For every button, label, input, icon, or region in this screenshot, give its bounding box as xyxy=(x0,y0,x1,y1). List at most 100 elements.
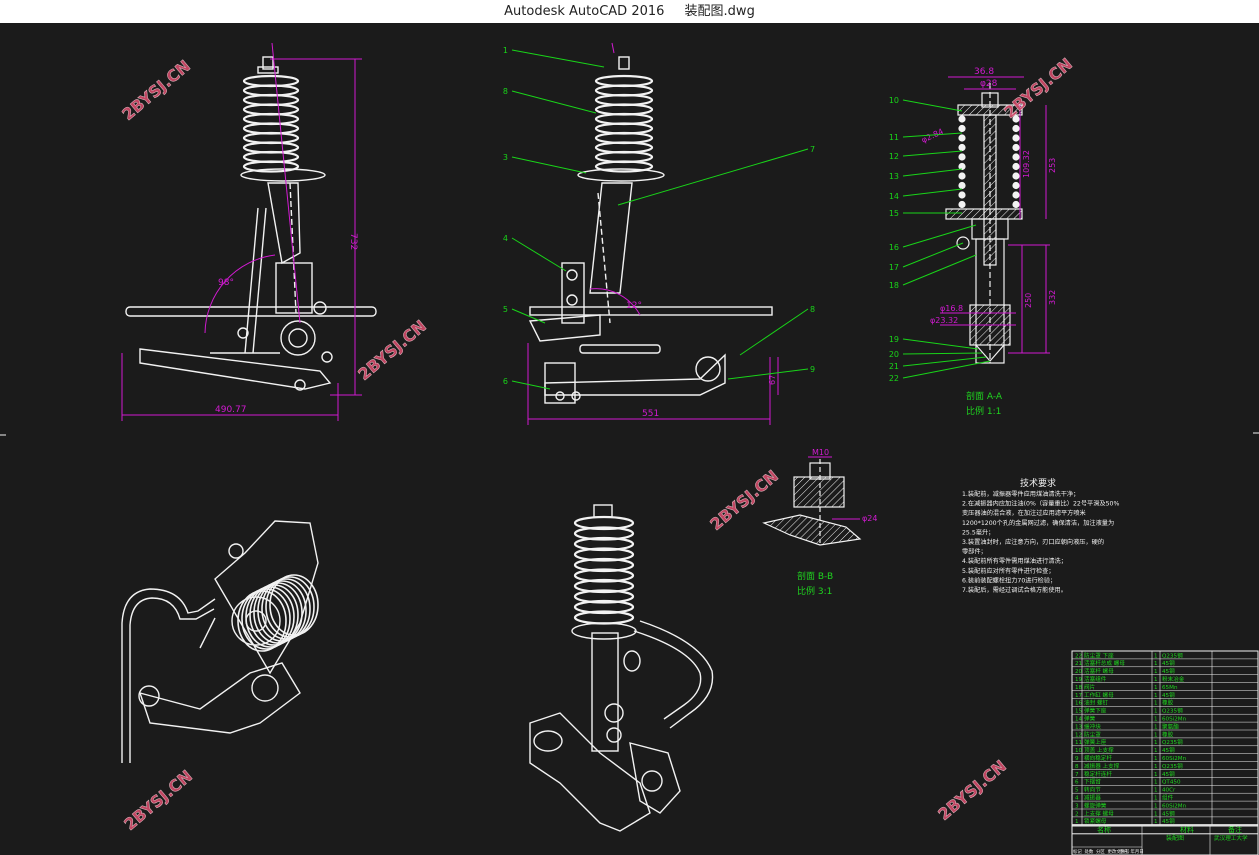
coil-section xyxy=(958,134,966,142)
table-cell: 18 xyxy=(1075,685,1083,691)
hub xyxy=(641,770,663,792)
leader-line xyxy=(739,308,809,356)
callout-number: 22 xyxy=(889,374,899,383)
callout-number: 13 xyxy=(889,172,899,181)
tech-req-line: 4.装配前所有零件需用煤油进行清洗； xyxy=(962,557,1067,565)
leader-line xyxy=(902,132,963,138)
section-aa-dims xyxy=(940,76,1050,354)
coil-spring xyxy=(594,74,654,173)
dim-arc-angle xyxy=(204,254,276,334)
coil-section xyxy=(958,153,966,161)
clamp-section xyxy=(793,476,845,508)
dim-axis xyxy=(611,42,615,54)
spring-coil xyxy=(594,160,654,173)
coil-section xyxy=(958,162,966,171)
callout-number: 9 xyxy=(810,365,815,374)
coil-spring-iso xyxy=(237,574,319,652)
leader-line xyxy=(511,49,605,68)
title-cell: 标记 xyxy=(1073,848,1082,855)
dim-text: 332 xyxy=(1048,290,1057,305)
callout-number: 5 xyxy=(503,305,508,314)
coil-spring xyxy=(573,515,635,625)
callout-number: 8 xyxy=(503,87,508,96)
table-cell: 转向节 xyxy=(1084,786,1101,794)
strut-body xyxy=(591,632,619,752)
table-cell: 弹簧下座 xyxy=(1084,707,1107,715)
section-aa-scale: 比例 1:1 xyxy=(966,405,1001,417)
title-block-frame xyxy=(1071,825,1259,855)
tech-req-lines: 1.装配前，减振器零件应用煤油清洗干净； 2.在减振器内应加注油(0%（容量重比）… xyxy=(962,490,1119,594)
bolt xyxy=(228,543,244,559)
spring-coil xyxy=(573,589,635,604)
watermark-logo: 2BYSJ.CN xyxy=(120,766,196,834)
callout-number: 16 xyxy=(889,243,899,252)
side-view xyxy=(528,56,773,404)
table-cell: 防尘罩 xyxy=(1084,730,1101,738)
school-name: 武汉理工大学 xyxy=(1214,834,1248,842)
dim-text-width: 551 xyxy=(642,409,659,419)
table-cell: 14 xyxy=(1075,717,1083,723)
table-cell: 减振器 上支撑 xyxy=(1084,762,1120,770)
arm-bushing xyxy=(695,356,721,382)
coil-section xyxy=(958,200,966,209)
arm-bushing xyxy=(138,685,160,707)
file-name: 装配图.dwg xyxy=(684,4,755,19)
table-cell: 11 xyxy=(1075,740,1083,746)
lower-arm xyxy=(139,348,332,390)
top-nut xyxy=(593,504,613,518)
tech-req-line: 2.在减振器内应加注油(0%（容量重比）22号平滑及50% xyxy=(962,500,1119,508)
table-cell: 锁紧螺母 xyxy=(1084,817,1107,825)
leader-line xyxy=(902,188,963,197)
link-rod xyxy=(199,617,216,649)
stabilizer-bar xyxy=(639,620,714,729)
leader-line xyxy=(902,254,977,286)
lower-arm xyxy=(529,712,651,832)
dim-text: φ16.8 xyxy=(940,304,963,313)
dim-text-height: 732 xyxy=(348,233,358,250)
strut-body xyxy=(589,182,633,294)
table-cell: 60Si2Mn xyxy=(1162,717,1187,723)
table-cell: 1 xyxy=(1154,661,1158,667)
tech-req-line: 1.装配前，减振器零件应用煤油清洗干净； xyxy=(962,490,1079,498)
spring-cap-inner xyxy=(245,610,267,632)
bolt-2 xyxy=(313,301,327,315)
table-cell: 6 xyxy=(1075,780,1079,786)
bolt-4 xyxy=(571,391,581,401)
table-cell: 粉末冶金 xyxy=(1162,675,1185,683)
callout-number: 10 xyxy=(889,96,899,105)
callout-number: 3 xyxy=(503,153,508,162)
leader-line xyxy=(902,99,963,112)
tech-req-line: 变压器油的混合液，在加注过应用滤平方喷米 xyxy=(962,509,1086,517)
coil-section xyxy=(958,115,966,123)
section-bb xyxy=(762,459,862,546)
callout-number: 8 xyxy=(810,305,815,314)
watermark-logo: 2BYSJ.CN xyxy=(1000,54,1076,122)
title-cell: 处数 xyxy=(1085,848,1094,855)
leader-line xyxy=(902,224,977,248)
title-cell: 更改文件号 xyxy=(1108,848,1131,855)
table-cell: 1 xyxy=(1154,653,1158,659)
table-cell: 1 xyxy=(1154,732,1158,738)
table-cell: Q235钢 xyxy=(1162,651,1183,659)
table-cell: 橡胶 xyxy=(1162,730,1174,738)
table-cell: 1 xyxy=(1154,669,1158,675)
table-cell: 60Si2Mn xyxy=(1162,756,1187,762)
table-cell: 橡胶 xyxy=(1162,699,1174,707)
coil-section xyxy=(1012,134,1020,142)
link-rod-2 xyxy=(252,207,267,354)
knuckle-bracket xyxy=(561,262,585,324)
spring-section xyxy=(958,115,1020,209)
arm-bushing-2 xyxy=(251,674,279,702)
table-cell: 1 xyxy=(1154,780,1158,786)
table-cell: 17 xyxy=(1075,693,1083,699)
table-cell: 7 xyxy=(1075,772,1079,778)
table-header-cell: 备注 xyxy=(1228,825,1242,834)
spring-coil xyxy=(261,578,311,640)
